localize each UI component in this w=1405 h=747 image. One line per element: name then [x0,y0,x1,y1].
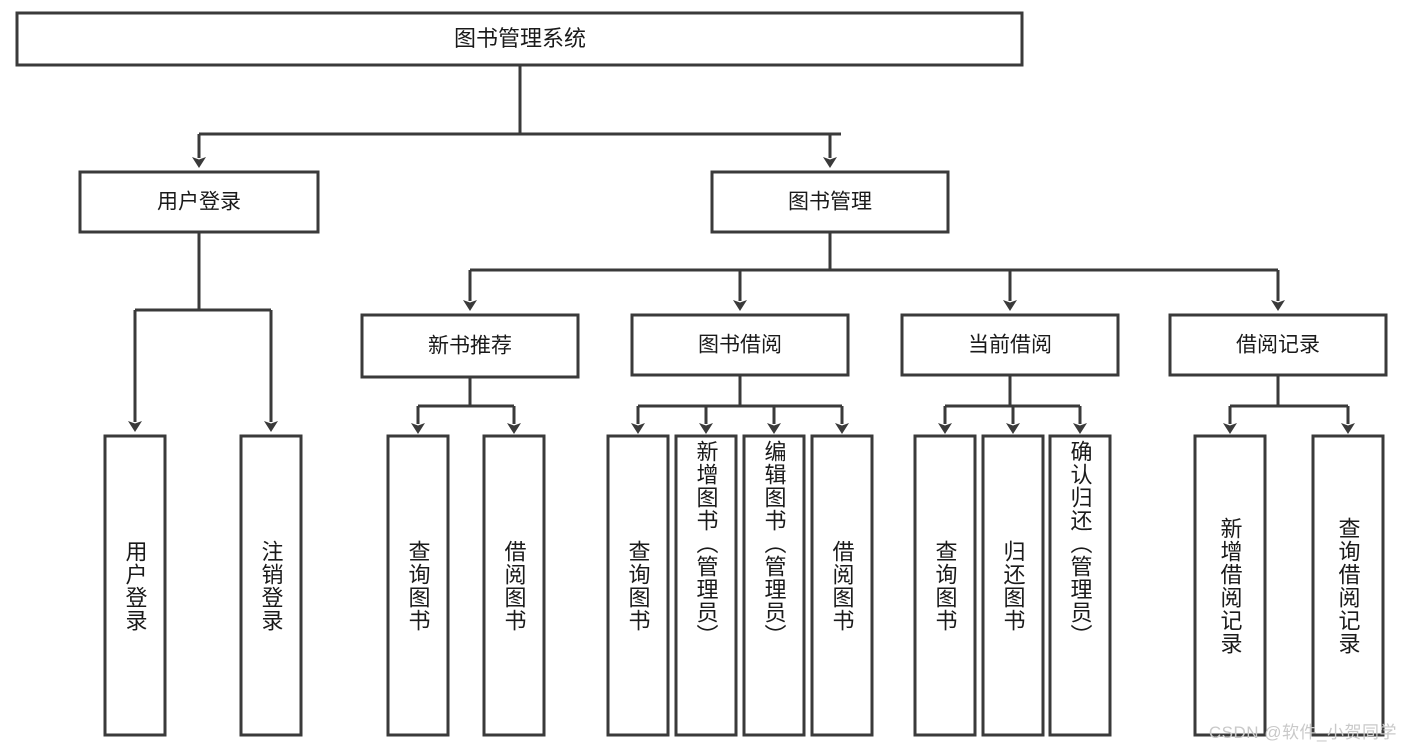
node-user-login[interactable]: 用户登录 [78,170,320,234]
node-book-manage-box[interactable] [710,170,950,234]
node-current-borrow[interactable]: 当前借阅 [900,313,1120,377]
leaf-return-book-box[interactable] [981,434,1045,737]
node-current-borrow-label: 当前借阅 [968,334,1052,357]
leaf-add-book-box[interactable] [674,434,738,737]
watermark-text: CSDN @软件_小贺同学 [1208,723,1397,742]
leaf-query-book-2-box[interactable] [606,434,670,737]
leaf-borrow-book-2-box[interactable] [810,434,874,737]
node-borrow-record[interactable]: 借阅记录 [1168,313,1388,377]
node-new-book-recommend-label: 新书推荐 [428,335,512,358]
leaf-user-logout-box[interactable] [239,434,303,737]
connector-group-book-borrow [631,375,849,434]
leaf-edit-book-box[interactable] [742,434,806,737]
leaf-boxes [103,434,1385,737]
connector-group-borrow-record [1223,375,1355,434]
node-borrow-record-box[interactable] [1168,313,1388,377]
connector-group-current-borrow [938,375,1087,434]
node-book-borrow[interactable]: 图书借阅 [630,313,850,377]
leaf-query-book-3-box[interactable] [913,434,977,737]
leaf-borrow-book-1-box[interactable] [482,434,546,737]
node-new-book-recommend[interactable]: 新书推荐 [360,313,580,379]
node-book-borrow-box[interactable] [630,313,850,377]
leaf-add-record-box[interactable] [1193,434,1267,737]
connector-group-user-login [128,232,278,432]
node-root-box[interactable] [15,11,1024,67]
node-book-borrow-label: 图书借阅 [698,334,782,357]
node-current-borrow-box[interactable] [900,313,1120,377]
leaf-query-book-1-box[interactable] [386,434,450,737]
node-root[interactable]: 图书管理系统 [15,11,1024,67]
node-user-login-label: 用户登录 [157,191,241,214]
node-borrow-record-label: 借阅记录 [1236,334,1320,357]
connector-group-book-manage [463,232,1285,311]
connector-group-root [192,65,841,168]
node-new-book-recommend-box[interactable] [360,313,580,379]
node-book-manage-label: 图书管理 [788,191,872,214]
leaf-user-login-box[interactable] [103,434,167,737]
node-book-manage[interactable]: 图书管理 [710,170,950,234]
leaf-confirm-return-box[interactable] [1048,434,1112,737]
leaf-query-record-box[interactable] [1311,434,1385,737]
node-root-label: 图书管理系统 [454,26,586,51]
connector-group-new-book-recommend [411,377,521,434]
node-user-login-box[interactable] [78,170,320,234]
